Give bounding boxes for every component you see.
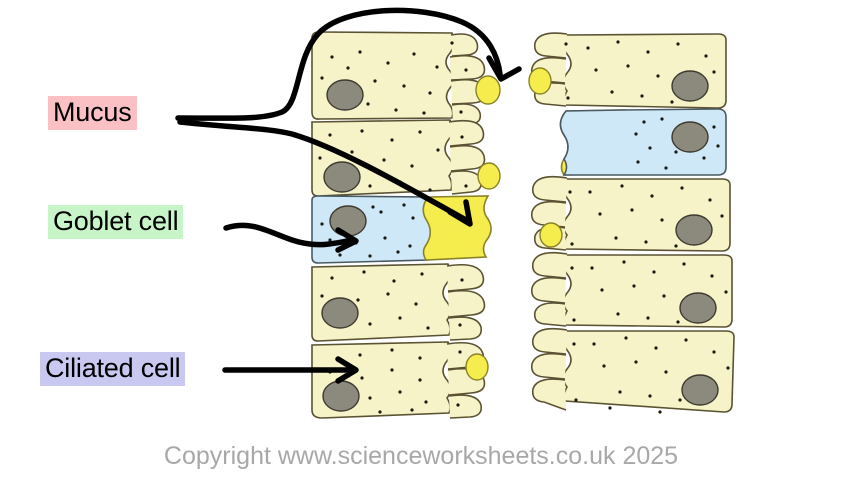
copyright-footer: Copyright www.scienceworksheets.co.uk 20… <box>163 442 679 470</box>
mucus-blob-right-3[interactable] <box>539 222 563 248</box>
mucus-arrowhead-top <box>486 55 522 82</box>
nucleus <box>321 297 359 329</box>
nucleus <box>679 292 717 324</box>
nucleus <box>671 121 709 153</box>
nucleus <box>671 70 709 102</box>
goblet-arrowhead <box>335 227 359 253</box>
granules <box>328 348 462 414</box>
granules <box>572 336 730 414</box>
granules <box>568 184 724 248</box>
granules <box>320 270 464 330</box>
goblet-cell-right-column[interactable] <box>559 108 727 176</box>
leader-lines <box>175 7 522 384</box>
ciliated-cell-right-5[interactable] <box>530 327 735 414</box>
nucleus <box>681 374 719 406</box>
nucleus <box>329 205 367 237</box>
cilia <box>530 251 568 327</box>
ciliated-cell-left-4[interactable] <box>311 263 486 342</box>
label-mucus[interactable]: Mucus <box>48 96 137 131</box>
mucus-blob-left-5[interactable] <box>465 353 489 381</box>
cilia <box>446 263 486 341</box>
ciliated-cell-bottom-left-column[interactable] <box>311 341 489 419</box>
ciliated-cell-right-1[interactable] <box>528 32 727 109</box>
mucus-blob-top-right-column[interactable] <box>528 67 552 95</box>
cilia <box>530 327 568 411</box>
label-ciliated-cell[interactable]: Ciliated cell <box>40 352 186 387</box>
granules <box>570 260 728 324</box>
ciliated-cell-right-3[interactable] <box>530 175 731 252</box>
granules <box>320 41 468 115</box>
ciliated-cell-left-2[interactable] <box>311 119 501 197</box>
goblet-cell-mucus-left-column[interactable] <box>422 195 492 261</box>
nucleus <box>323 161 361 193</box>
ciliated-cell-left-1[interactable] <box>311 31 501 125</box>
nucleus <box>326 79 364 111</box>
mucus-leader-goblet <box>177 119 469 223</box>
granules <box>564 40 716 104</box>
nucleus <box>322 380 360 412</box>
nucleus <box>675 214 713 246</box>
ciliated-cell-right-4[interactable] <box>530 251 733 328</box>
label-goblet-cell[interactable]: Goblet cell <box>48 205 184 240</box>
left-column <box>311 31 501 419</box>
right-column <box>528 32 735 414</box>
ciliated-arrowhead <box>335 356 359 384</box>
granules <box>318 129 468 192</box>
mucus-blob-top-left-column[interactable] <box>475 75 501 105</box>
granules <box>634 117 720 170</box>
mucus-leader-top <box>175 7 503 121</box>
goblet-leader <box>223 222 355 248</box>
mucus-arrowhead-goblet <box>447 199 473 227</box>
mucus-blob-left-2[interactable] <box>477 162 501 190</box>
